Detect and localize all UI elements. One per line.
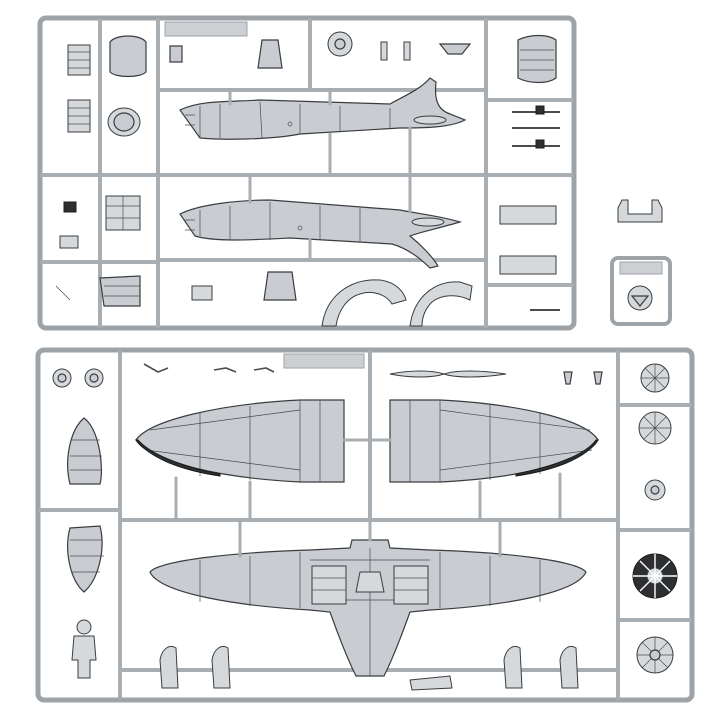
wing-upper-right — [389, 399, 599, 483]
wing-upper-left — [134, 399, 345, 483]
upper-sprue — [37, 15, 577, 331]
loose-part-bracket — [617, 199, 663, 223]
pilot-figure — [71, 619, 97, 679]
lower-sprue — [35, 347, 695, 703]
sprue-tab — [164, 21, 248, 37]
wheel-wells — [263, 271, 473, 327]
small-parts-lower-top — [143, 363, 603, 385]
engine-cylinders — [632, 363, 678, 674]
fuselage-half-right — [179, 199, 463, 269]
small-sprue-tab — [619, 261, 663, 275]
lower-sprue-frame — [35, 347, 695, 703]
small-parts-top — [169, 31, 472, 69]
wheels — [52, 368, 104, 388]
upper-sprue-frame — [37, 15, 577, 331]
small-sprue-frame — [610, 256, 672, 326]
fuselage-half-left — [179, 77, 467, 140]
wing-lower — [149, 539, 587, 677]
rudder-parts — [67, 417, 104, 593]
cockpit-parts — [55, 35, 213, 307]
loose-parts — [610, 199, 672, 326]
sprue-tab — [283, 353, 365, 369]
canopy-parts — [499, 34, 557, 275]
small-parts-lower-bottom — [159, 646, 579, 691]
propeller — [389, 370, 507, 378]
guns — [512, 105, 560, 311]
